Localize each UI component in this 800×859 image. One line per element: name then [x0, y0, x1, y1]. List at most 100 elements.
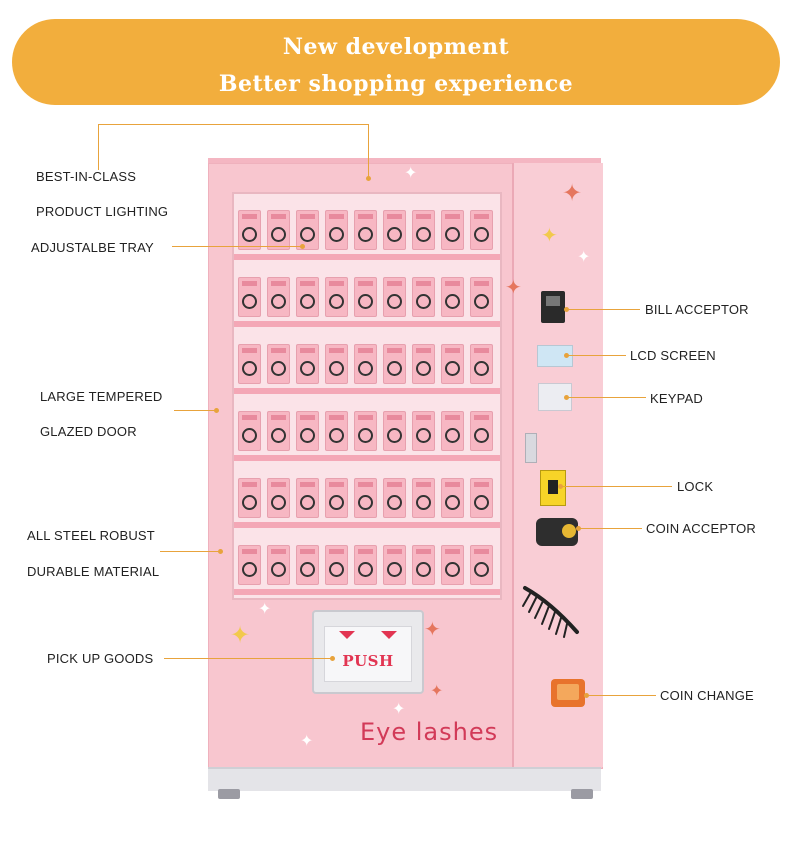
label-coin-change: COIN CHANGE [660, 688, 754, 703]
leader-line [586, 695, 656, 696]
product-stripe [387, 281, 402, 286]
lash-ring-icon [358, 562, 373, 577]
sparkle-icon: ✦ [230, 622, 251, 649]
label-coin-acceptor: COIN ACCEPTOR [646, 521, 756, 536]
lash-ring-icon [329, 294, 344, 309]
product-stripe [300, 415, 315, 420]
product-stripe [329, 348, 344, 353]
sparkle-icon: ✦ [577, 249, 591, 266]
product-shelf [234, 204, 500, 260]
sparkle-icon: ✦ [430, 683, 444, 700]
pickup-bin[interactable]: PUSH [312, 610, 424, 694]
product-box [238, 277, 261, 317]
lash-ring-icon [300, 562, 315, 577]
product-stripe [474, 214, 489, 219]
lcd-screen [537, 345, 573, 367]
label-lcd-screen: LCD SCREEN [630, 348, 716, 363]
product-stripe [445, 214, 460, 219]
lash-ring-icon [445, 227, 460, 242]
product-stripe [242, 281, 257, 286]
product-stripe [387, 214, 402, 219]
product-box [325, 545, 348, 585]
leader-line [98, 124, 368, 125]
product-box [267, 344, 290, 384]
banner-line-1: New development [282, 34, 510, 60]
product-stripe [416, 281, 431, 286]
product-box [383, 344, 406, 384]
lash-ring-icon [329, 227, 344, 242]
product-box [441, 277, 464, 317]
product-box [238, 478, 261, 518]
product-stripe [474, 348, 489, 353]
lash-ring-icon [445, 495, 460, 510]
product-stripe [329, 549, 344, 554]
sparkle-icon: ✦ [392, 701, 406, 718]
leader-dot [300, 244, 305, 249]
product-stripe [445, 482, 460, 487]
product-stripe [300, 281, 315, 286]
product-stripe [416, 415, 431, 420]
product-box [412, 210, 435, 250]
product-stripe [271, 281, 286, 286]
label-durable-material: DURABLE MATERIAL [27, 564, 160, 579]
banner-line-2: Better shopping experience [218, 71, 574, 97]
product-box [383, 277, 406, 317]
product-stripe [358, 281, 373, 286]
sparkle-icon: ✦ [424, 619, 441, 641]
label-bill-acceptor: BILL ACCEPTOR [645, 302, 749, 317]
label-best-in-class: BEST-IN-CLASS [36, 169, 137, 184]
product-stripe [445, 281, 460, 286]
label-large-tempered: LARGE TEMPERED [40, 389, 163, 404]
brand-text: Eye lashes [360, 718, 499, 746]
product-stripe [474, 549, 489, 554]
leader-dot [330, 656, 335, 661]
lash-ring-icon [358, 294, 373, 309]
sparkle-icon: ✦ [541, 225, 558, 247]
product-box [238, 210, 261, 250]
product-stripe [387, 549, 402, 554]
lash-ring-icon [416, 227, 431, 242]
product-stripe [271, 549, 286, 554]
lash-ring-icon [242, 227, 257, 242]
leader-dot [584, 693, 589, 698]
product-stripe [416, 214, 431, 219]
header-banner: New development Better shopping experien… [12, 19, 780, 105]
product-stripe [329, 482, 344, 487]
leader-dot [564, 395, 569, 400]
shelf-tray [234, 455, 500, 461]
lash-ring-icon [387, 562, 402, 577]
product-box [238, 344, 261, 384]
cabinet-top [208, 158, 601, 164]
product-box [383, 478, 406, 518]
coin-acceptor[interactable] [536, 518, 578, 546]
lash-ring-icon [416, 361, 431, 376]
product-stripe [329, 415, 344, 420]
coin-change-tray[interactable] [551, 679, 585, 707]
product-box [470, 344, 493, 384]
product-box [325, 210, 348, 250]
leader-line [160, 551, 220, 552]
lash-ring-icon [416, 495, 431, 510]
bill-acceptor[interactable] [541, 291, 565, 323]
product-box [296, 210, 319, 250]
lash-ring-icon [242, 495, 257, 510]
product-box [470, 411, 493, 451]
shelf-tray [234, 388, 500, 394]
lash-ring-icon [358, 495, 373, 510]
product-box [470, 545, 493, 585]
product-stripe [387, 415, 402, 420]
label-keypad: KEYPAD [650, 391, 703, 406]
lash-ring-icon [416, 428, 431, 443]
sparkle-icon: ✦ [258, 601, 272, 618]
lash-ring-icon [329, 562, 344, 577]
lash-ring-icon [445, 562, 460, 577]
pickup-flap[interactable]: PUSH [324, 626, 412, 682]
product-box [296, 545, 319, 585]
product-box [383, 210, 406, 250]
lash-ring-icon [358, 227, 373, 242]
lash-ring-icon [271, 227, 286, 242]
product-box [325, 411, 348, 451]
product-box [470, 478, 493, 518]
label-lock: LOCK [677, 479, 714, 494]
product-stripe [387, 348, 402, 353]
